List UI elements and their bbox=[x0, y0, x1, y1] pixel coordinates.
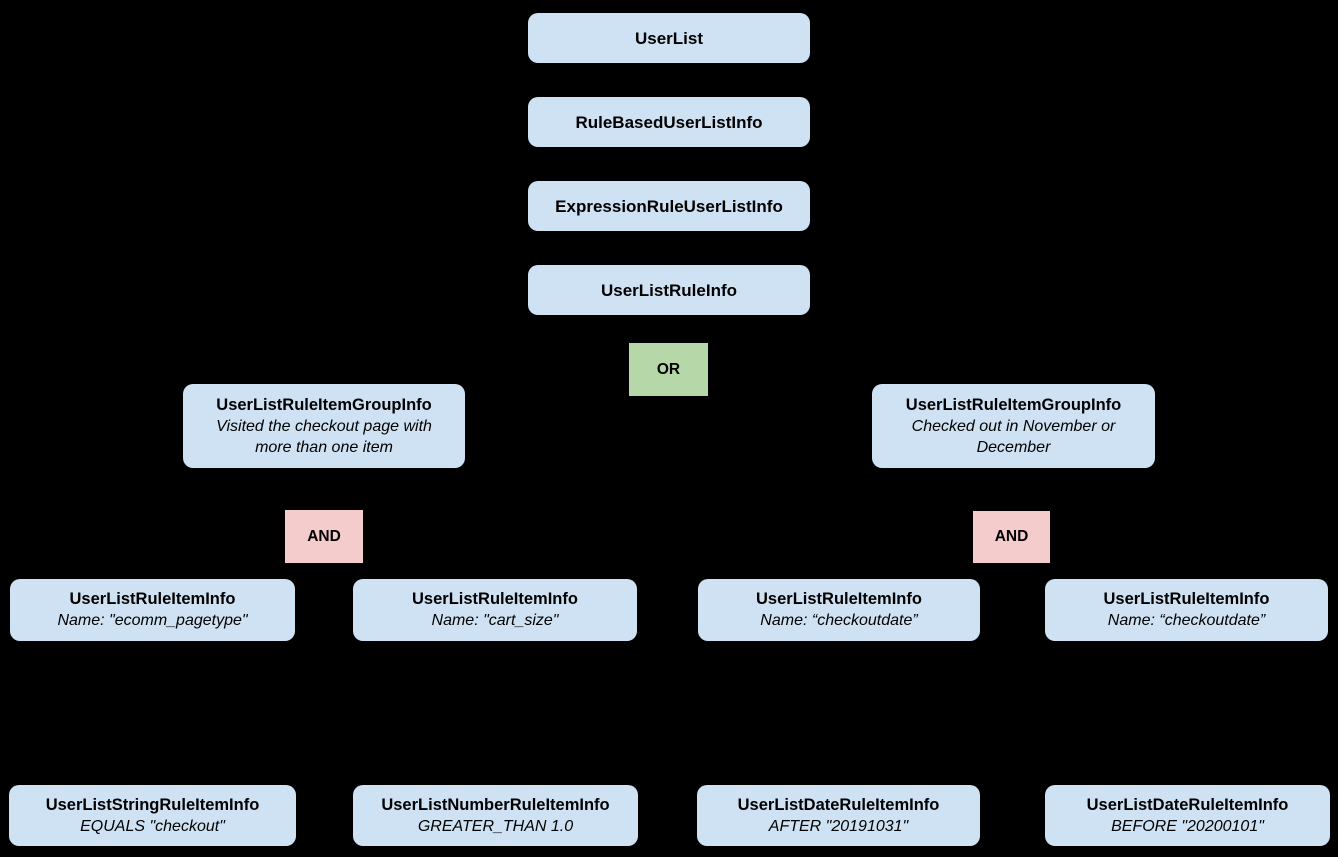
node-title: UserListStringRuleItemInfo bbox=[45, 795, 260, 814]
and-operator-box-right: AND bbox=[973, 511, 1050, 563]
node-rule-item-cart-size: UserListRuleItemInfo Name: "cart_size" bbox=[353, 579, 637, 641]
node-string-rule-item: UserListStringRuleItemInfo EQUALS "check… bbox=[9, 785, 296, 846]
node-date-rule-item-before: UserListDateRuleItemInfo BEFORE "2020010… bbox=[1045, 785, 1330, 846]
node-title: UserListDateRuleItemInfo bbox=[1086, 795, 1289, 814]
node-rule-item-ecomm-pagetype: UserListRuleItemInfo Name: "ecomm_pagety… bbox=[10, 579, 295, 641]
node-number-rule-item: UserListNumberRuleItemInfo GREATER_THAN … bbox=[353, 785, 638, 846]
node-userlist: UserList bbox=[528, 13, 810, 63]
node-subtitle: GREATER_THAN 1.0 bbox=[417, 817, 574, 835]
node-label: UserList bbox=[634, 28, 704, 48]
node-expressionruleuserlistinfo: ExpressionRuleUserListInfo bbox=[528, 181, 810, 231]
node-title: UserListRuleItemInfo bbox=[69, 590, 236, 608]
node-rule-item-checkoutdate-1: UserListRuleItemInfo Name: “checkoutdate… bbox=[698, 579, 980, 641]
or-operator-box: OR bbox=[629, 343, 708, 396]
node-title: UserListRuleItemInfo bbox=[412, 590, 578, 608]
node-label: UserListRuleInfo bbox=[600, 280, 738, 300]
node-label: RuleBasedUserListInfo bbox=[575, 112, 763, 132]
node-subtitle: BEFORE "20200101" bbox=[1111, 817, 1264, 835]
node-subtitle: AFTER "20191031" bbox=[768, 817, 909, 835]
node-title: UserListDateRuleItemInfo bbox=[737, 795, 940, 814]
node-subtitle: Name: “checkoutdate” bbox=[1107, 612, 1266, 629]
node-rule-item-group-right: UserListRuleItemGroupInfo Checked out in… bbox=[872, 384, 1155, 468]
node-rule-item-group-left: UserListRuleItemGroupInfo Visited the ch… bbox=[183, 384, 465, 468]
and-operator-label: AND bbox=[994, 528, 1029, 545]
or-operator-label: OR bbox=[656, 360, 681, 378]
node-title: UserListRuleItemInfo bbox=[1103, 590, 1270, 608]
node-subtitle: Name: "cart_size" bbox=[431, 612, 559, 629]
node-description: Checked out in November or December bbox=[911, 417, 1116, 456]
node-title: UserListRuleItemInfo bbox=[756, 590, 922, 608]
node-rule-item-checkoutdate-2: UserListRuleItemInfo Name: “checkoutdate… bbox=[1045, 579, 1328, 641]
node-subtitle: EQUALS "checkout" bbox=[80, 817, 225, 835]
node-rulebaseduserlistinfo: RuleBasedUserListInfo bbox=[528, 97, 810, 147]
node-subtitle: Name: "ecomm_pagetype" bbox=[57, 612, 248, 629]
and-operator-box-left: AND bbox=[285, 510, 363, 563]
node-label: ExpressionRuleUserListInfo bbox=[555, 196, 783, 216]
connector-arrowhead-icon bbox=[300, 375, 348, 391]
node-title: UserListNumberRuleItemInfo bbox=[381, 795, 610, 814]
node-subtitle: Name: “checkoutdate” bbox=[760, 612, 918, 629]
node-title: UserListRuleItemGroupInfo bbox=[216, 395, 432, 414]
node-description: Visited the checkout page with more than… bbox=[216, 417, 432, 456]
and-operator-label: AND bbox=[307, 527, 341, 545]
node-title: UserListRuleItemGroupInfo bbox=[905, 395, 1122, 414]
node-userlistruleinfo: UserListRuleInfo bbox=[528, 265, 810, 315]
node-date-rule-item-after: UserListDateRuleItemInfo AFTER "20191031… bbox=[697, 785, 980, 846]
